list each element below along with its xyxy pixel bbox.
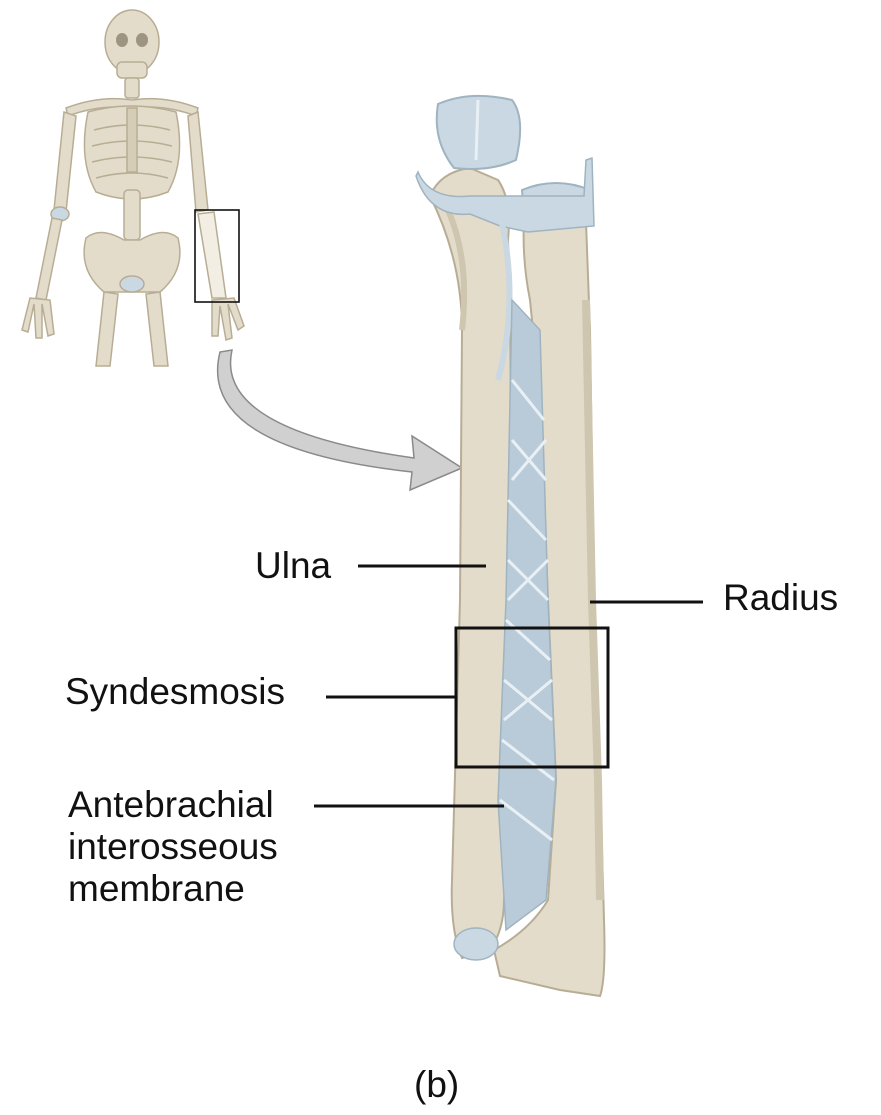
skeleton-thumbnail bbox=[21, 9, 245, 367]
pointer-arrow bbox=[216, 349, 464, 492]
annular-ligament bbox=[415, 156, 595, 233]
membrane-label-line-3: membrane bbox=[68, 868, 245, 909]
membrane-label-line-2: interosseous bbox=[68, 826, 278, 867]
thumbnail-highlight-box bbox=[194, 209, 240, 303]
figure-caption: (b) bbox=[414, 1064, 460, 1105]
membrane-label-line-1: Antebrachial bbox=[68, 784, 274, 825]
ulna-cartilage bbox=[435, 94, 522, 170]
radius-label: Radius bbox=[723, 577, 839, 618]
distal-ulna-cartilage bbox=[453, 927, 499, 961]
syndesmosis-label: Syndesmosis bbox=[65, 671, 286, 712]
forearm-bones bbox=[415, 94, 606, 998]
ulna-bone bbox=[428, 166, 514, 960]
interosseous-membrane-label: Antebrachial interosseous membrane bbox=[68, 784, 278, 910]
ulna-label: Ulna bbox=[255, 545, 332, 586]
